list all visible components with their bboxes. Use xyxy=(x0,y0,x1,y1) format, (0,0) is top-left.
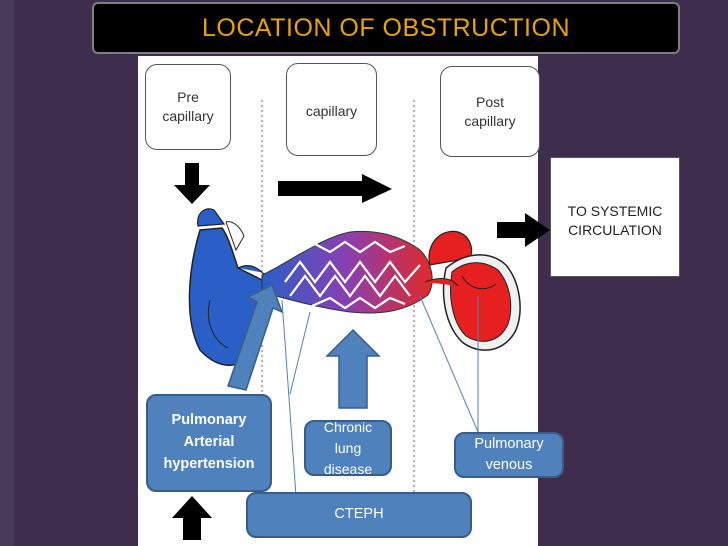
pah-label: Pulmonary Arterial hypertension xyxy=(163,412,255,472)
post-capillary-label: Post capillary xyxy=(464,94,516,129)
pulmonary-venous-label: Pulmonary venous xyxy=(474,435,544,473)
capillary-network xyxy=(261,230,433,314)
cteph-label: CTEPH xyxy=(334,506,384,523)
pointer-lines xyxy=(281,295,479,497)
side-stripe xyxy=(0,0,14,546)
pulmonary-venous-box: Pulmonary venous xyxy=(454,432,564,478)
chronic-lung-label: Chronic lung disease xyxy=(323,418,373,477)
capillary-label: capillary xyxy=(305,103,358,119)
cteph-pointer-2 xyxy=(289,311,311,395)
chronic-lung-box: Chronic lung disease xyxy=(304,419,392,477)
capillary-box: capillary xyxy=(286,63,377,156)
cteph-pointer-1 xyxy=(281,299,297,497)
lung-arrow-icon xyxy=(325,328,381,409)
systemic-circulation-box: TO SYSTEMIC CIRCULATION xyxy=(550,157,680,277)
pah-box: Pulmonary Arterial hypertension xyxy=(146,394,272,492)
page-title: LOCATION OF OBSTRUCTION xyxy=(202,13,570,42)
left-heart-illustration xyxy=(424,230,521,351)
pre-capillary-box: Pre capillary xyxy=(145,64,231,150)
down-arrow-icon xyxy=(174,163,210,204)
pah-arrow-icon xyxy=(227,283,284,391)
right-arrow-icon xyxy=(278,174,392,203)
cteph-box: CTEPH xyxy=(246,492,472,538)
up-arrow-icon xyxy=(172,496,212,540)
post-capillary-box: Post capillary xyxy=(440,66,540,157)
systemic-circulation-label: TO SYSTEMIC CIRCULATION xyxy=(567,203,663,238)
pre-capillary-label: Pre capillary xyxy=(162,89,214,124)
venous-pointer-2 xyxy=(419,295,479,433)
systemic-arrow-icon xyxy=(497,213,550,247)
title-bar: LOCATION OF OBSTRUCTION xyxy=(92,2,680,54)
